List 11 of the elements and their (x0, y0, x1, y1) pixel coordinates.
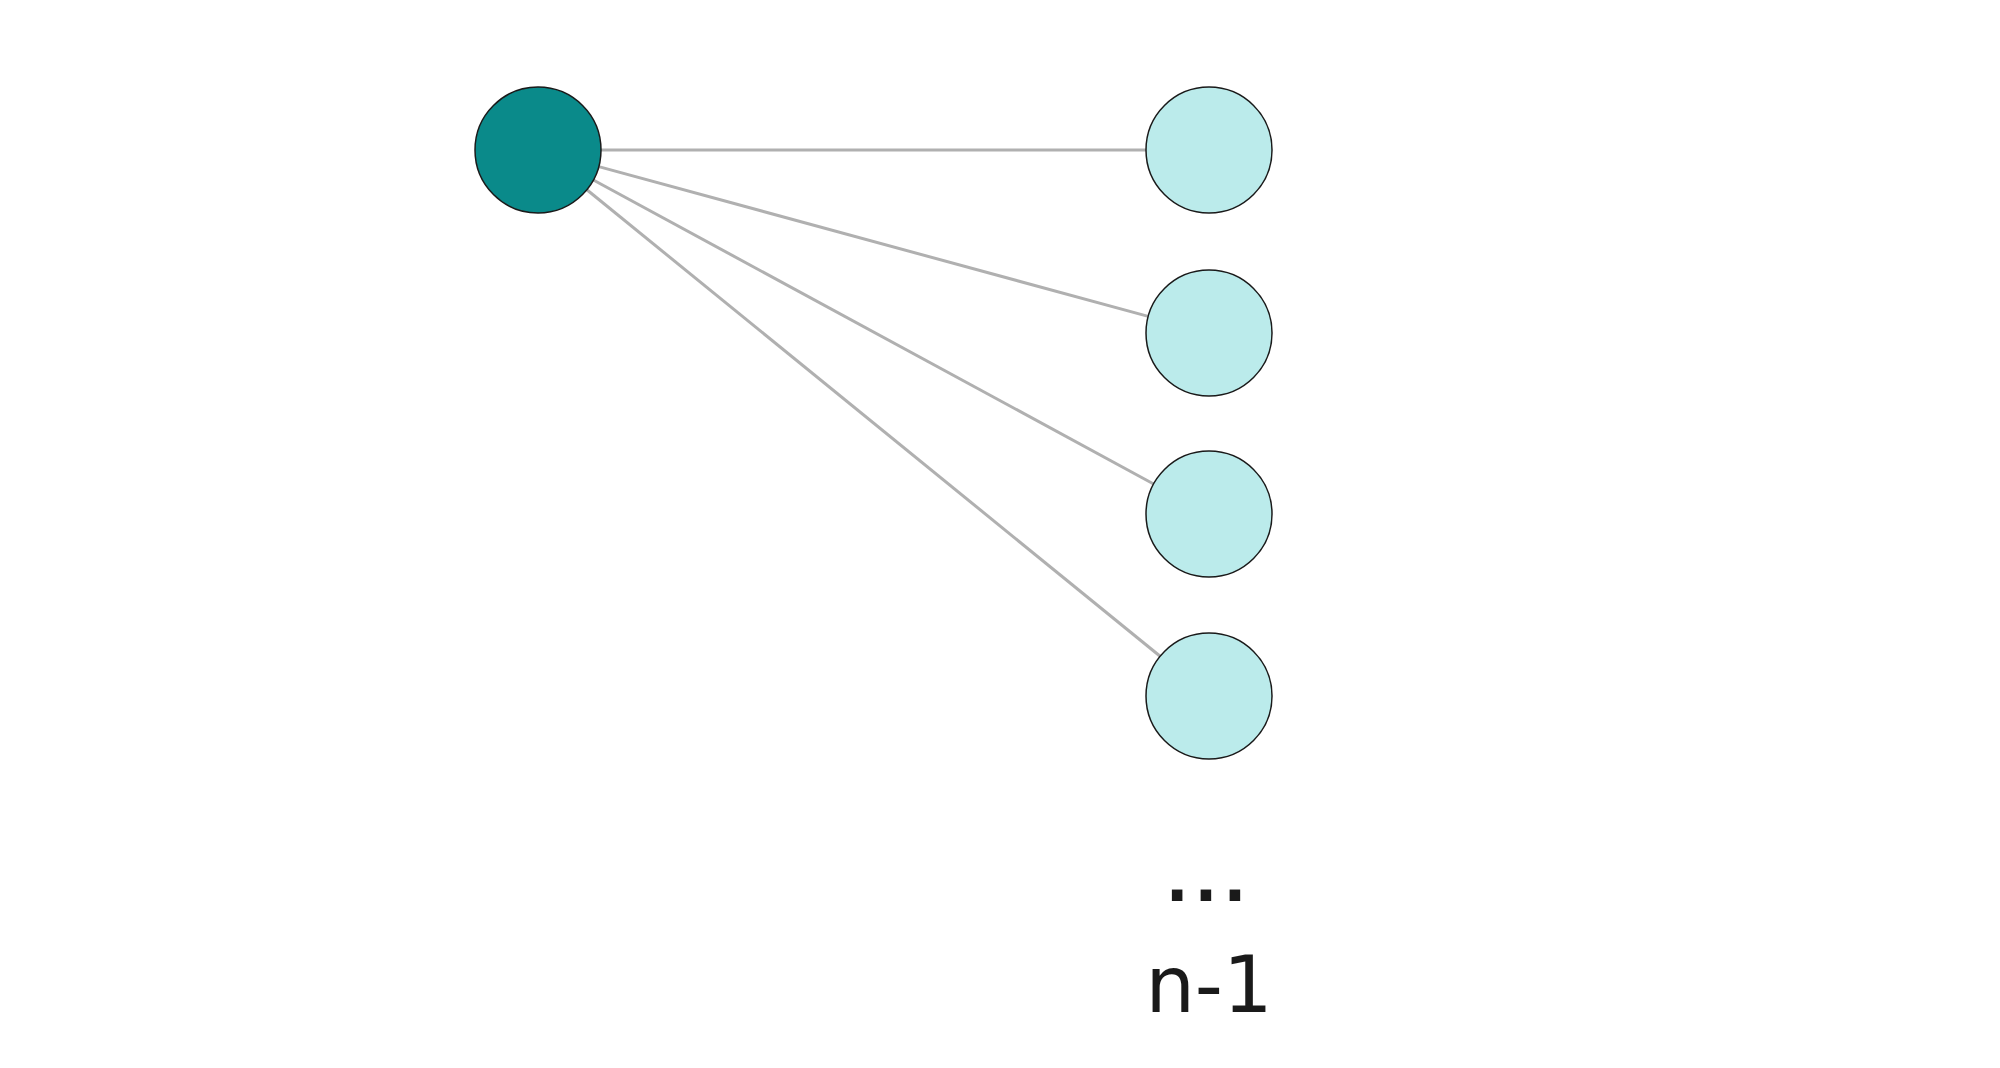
circle-node (1145, 269, 1273, 397)
circle-node (1145, 450, 1273, 578)
ellipsis-text: ... (1165, 850, 1253, 910)
index-label: n-1 (1145, 946, 1273, 1024)
connector-line (592, 178, 1155, 486)
circle-node (1145, 632, 1273, 760)
circle-node (1145, 86, 1273, 214)
connector-line (598, 165, 1149, 318)
circle-node (474, 86, 602, 214)
connector-line (585, 188, 1162, 658)
connector-line (601, 148, 1146, 152)
